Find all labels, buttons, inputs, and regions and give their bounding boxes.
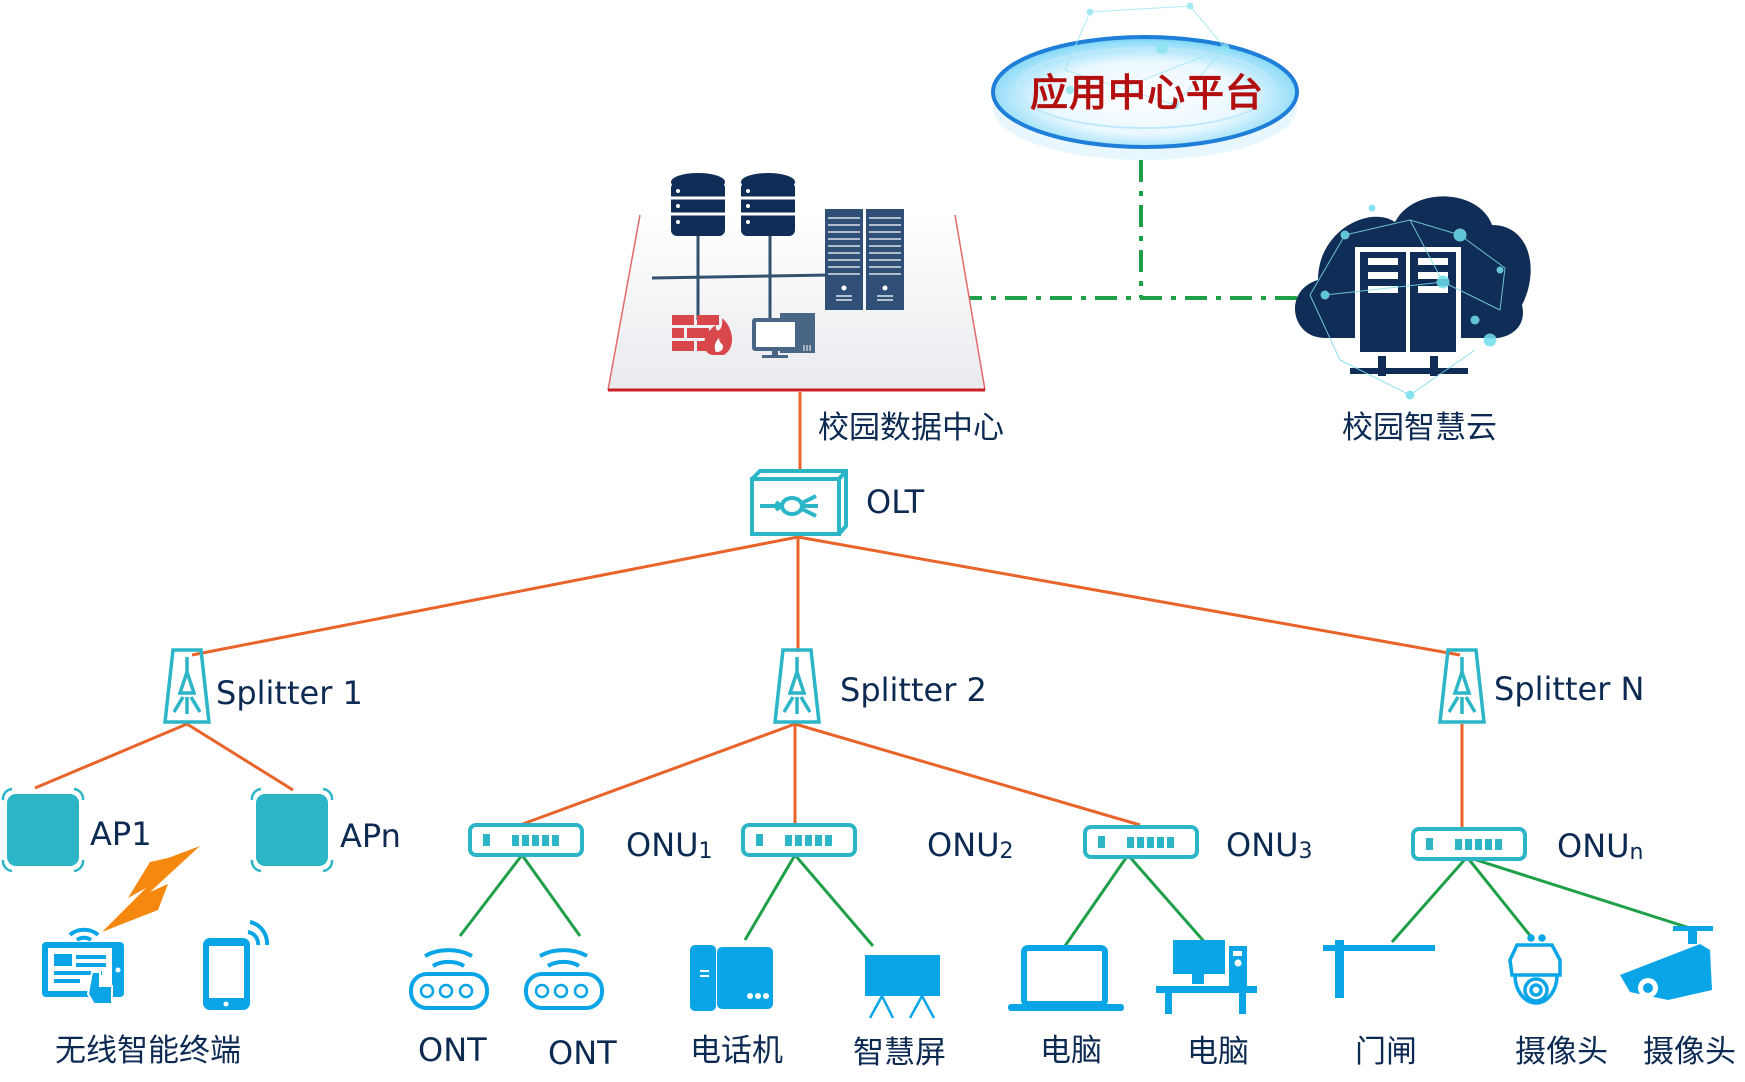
access-lines (458, 854, 1697, 947)
wireless-terminals-label: 无线智能终端 (55, 1033, 241, 1069)
onu-label-sub: 1 (698, 839, 713, 864)
ap1-label: AP1 (90, 815, 152, 853)
network-mesh-decoration (1309, 204, 1506, 400)
campus-smart-cloud[interactable] (1294, 196, 1531, 400)
ont-router-icon[interactable] (409, 948, 489, 1010)
onu-3-label: ONU3 (1226, 829, 1313, 863)
desktop-label: 电脑 (1187, 1034, 1249, 1070)
olt-device[interactable] (750, 469, 848, 536)
onu-1-label: ONU1 (626, 829, 713, 863)
fiber-lines (34, 392, 1464, 828)
wireless-signal-icon (102, 846, 200, 932)
ont-2-label: ONT (548, 1034, 617, 1072)
onu-label-sub: n (1629, 840, 1644, 865)
tablet-touch-icon[interactable] (42, 927, 124, 1005)
ont-1-label: ONT (418, 1031, 487, 1069)
database-icon (741, 173, 795, 236)
splitter1-ap1-line (34, 722, 188, 790)
gate-label: 门闸 (1355, 1034, 1417, 1070)
smart-screen-icon[interactable] (865, 955, 940, 1019)
onu-2-icon[interactable] (741, 823, 857, 857)
application-platform-label: 应用中心平台 (1030, 71, 1265, 115)
splitter-2-label: Splitter 2 (840, 671, 987, 709)
application-platform[interactable] (991, 2, 1299, 160)
splitter2-onu3-line (794, 722, 1141, 827)
ont-router-icon[interactable] (524, 948, 604, 1010)
onu-label-text: ONU (626, 826, 699, 864)
dome-camera-icon[interactable] (1508, 934, 1562, 1005)
database-icon (671, 173, 725, 236)
onu-label-text: ONU (1226, 826, 1299, 864)
onu-1-icon[interactable] (468, 823, 584, 857)
laptop-icon[interactable] (1008, 945, 1124, 1011)
campus-datacenter[interactable] (607, 173, 986, 392)
apn-label: APn (340, 817, 401, 855)
onu-label-text: ONU (927, 826, 1000, 864)
desktop-workstation-icon[interactable] (1156, 940, 1257, 1014)
access-point-1-icon[interactable] (1, 787, 85, 873)
access-point-n-icon[interactable] (250, 787, 334, 873)
firewall-icon (672, 315, 733, 355)
splitter-1-label: Splitter 1 (216, 674, 363, 712)
desktop-computer-icon (752, 313, 815, 358)
desk-phone-icon[interactable] (690, 945, 773, 1011)
onu-3-icon[interactable] (1083, 825, 1199, 859)
datacenter-label: 校园数据中心 (818, 410, 1004, 446)
olt-splitter1-line (191, 535, 799, 657)
gate-barrier-icon[interactable] (1323, 940, 1435, 998)
phone-label: 电话机 (690, 1033, 783, 1069)
onu-n-label: ONUn (1557, 830, 1644, 864)
laptop-label: 电脑 (1040, 1033, 1102, 1069)
splitter-1-icon[interactable] (163, 648, 211, 724)
network-mesh-decoration (1064, 2, 1230, 110)
olt-label: OLT (866, 483, 925, 521)
olt-splitterN-line (797, 535, 1461, 657)
onu-label-sub: 2 (999, 839, 1014, 864)
onu-label-sub: 3 (1298, 839, 1313, 864)
onu-n-icon[interactable] (1411, 827, 1527, 861)
splitter-n-label: Splitter N (1494, 670, 1645, 708)
dome-camera-label: 摄像头 (1515, 1034, 1608, 1070)
smart-cloud-label: 校园智慧云 (1342, 410, 1497, 446)
bullet-camera-icon[interactable] (1620, 926, 1713, 1000)
smartphone-icon[interactable] (203, 920, 270, 1010)
bullet-camera-label: 摄像头 (1643, 1034, 1736, 1070)
splitter2-onu1-line (519, 722, 796, 827)
onu-label-text: ONU (1557, 827, 1630, 865)
splitter-n-icon[interactable] (1438, 648, 1486, 724)
splitter1-apn-line (186, 722, 294, 792)
splitter-2-icon[interactable] (773, 648, 821, 724)
server-rack-icon (825, 209, 904, 310)
onu-2-label: ONU2 (927, 829, 1014, 863)
cloud-link (960, 160, 1305, 300)
smart-screen-label: 智慧屏 (853, 1035, 946, 1071)
